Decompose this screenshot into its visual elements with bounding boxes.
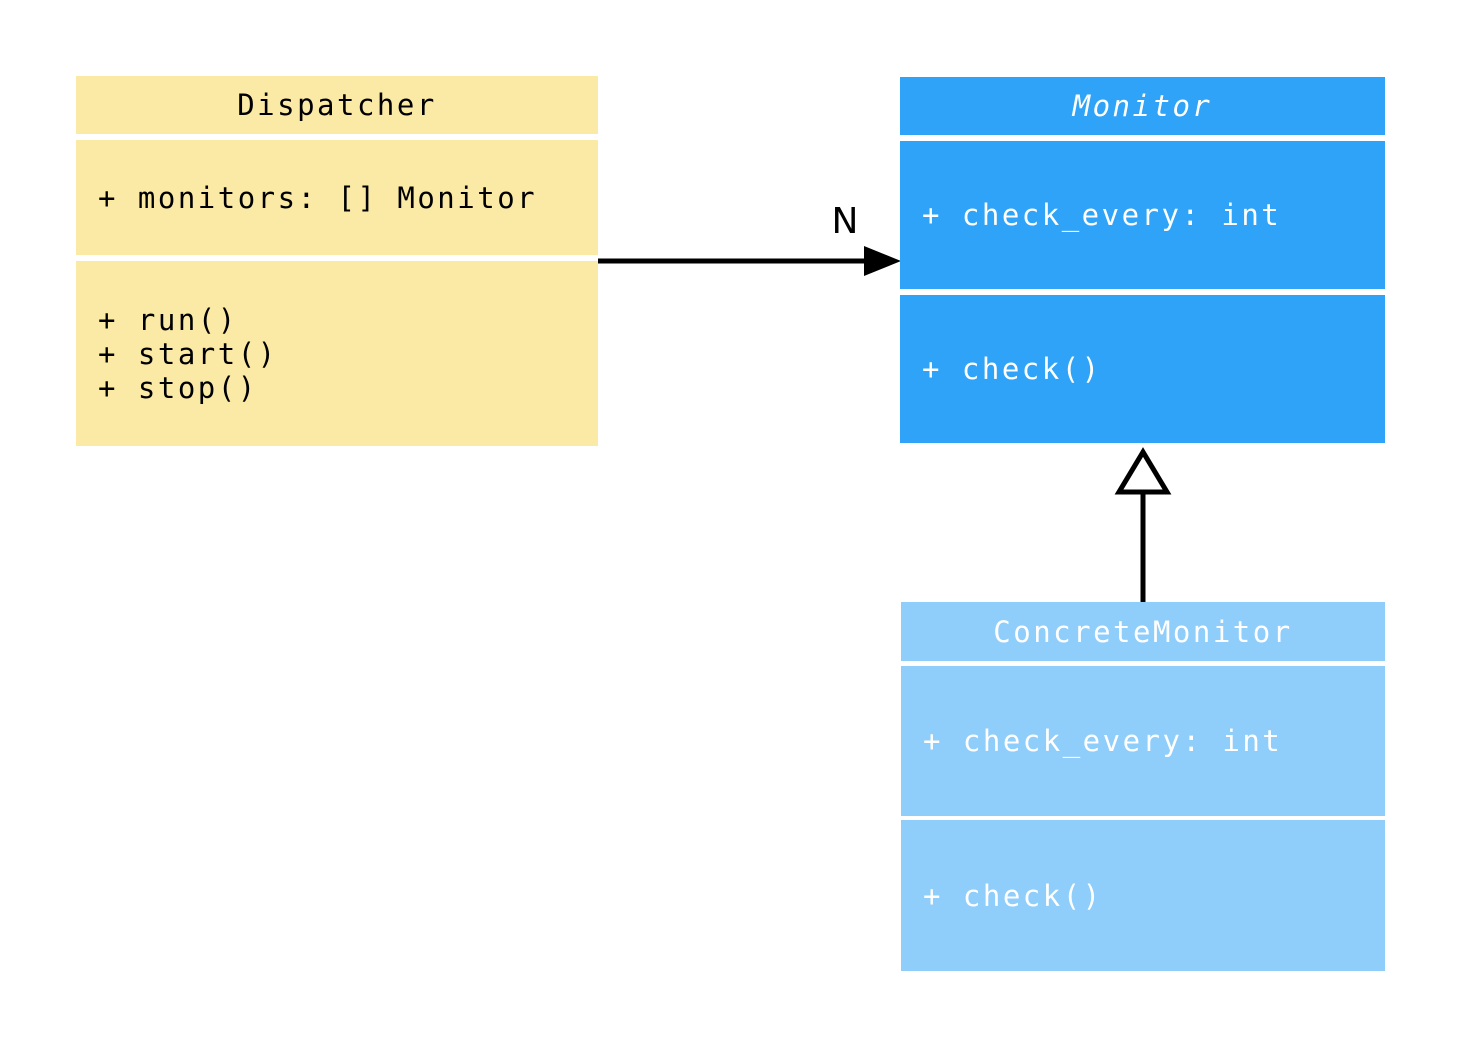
class-title-dispatcher: Dispatcher	[76, 76, 598, 134]
member-text: + monitors: [] Monitor	[98, 180, 538, 215]
member-text: + stop()	[98, 370, 258, 405]
class-box-dispatcher: Dispatcher + monitors: [] Monitor + run(…	[76, 76, 598, 446]
inheritance-triangle-icon	[1114, 447, 1172, 495]
class-attributes-concretemonitor: + check_every: int	[901, 666, 1385, 816]
inheritance-edge-concretemonitor-monitor	[1114, 447, 1172, 602]
member-text: + check()	[923, 878, 1103, 913]
member-text: + check_every: int	[923, 724, 1283, 758]
class-methods-dispatcher: + run()+ start()+ stop()	[76, 261, 598, 446]
member-text: + run()	[98, 302, 238, 337]
association-multiplicity-label: N	[831, 201, 859, 242]
class-attributes-monitor: + check_every: int	[900, 141, 1385, 289]
association-edge-dispatcher-monitor	[598, 246, 901, 276]
class-attributes-dispatcher: + monitors: [] Monitor	[76, 140, 598, 255]
association-arrowhead-icon	[864, 246, 901, 276]
class-title-concretemonitor: ConcreteMonitor	[901, 602, 1385, 661]
class-methods-concretemonitor: + check()	[901, 820, 1385, 971]
member-text: + check_every: int	[922, 198, 1282, 232]
class-box-concretemonitor: ConcreteMonitor + check_every: int + che…	[901, 602, 1385, 971]
class-title-monitor: Monitor	[900, 77, 1385, 135]
member-text: + check()	[922, 352, 1102, 386]
class-box-monitor: Monitor + check_every: int + check()	[900, 77, 1385, 443]
member-text: + start()	[98, 336, 278, 371]
class-methods-monitor: + check()	[900, 295, 1385, 443]
